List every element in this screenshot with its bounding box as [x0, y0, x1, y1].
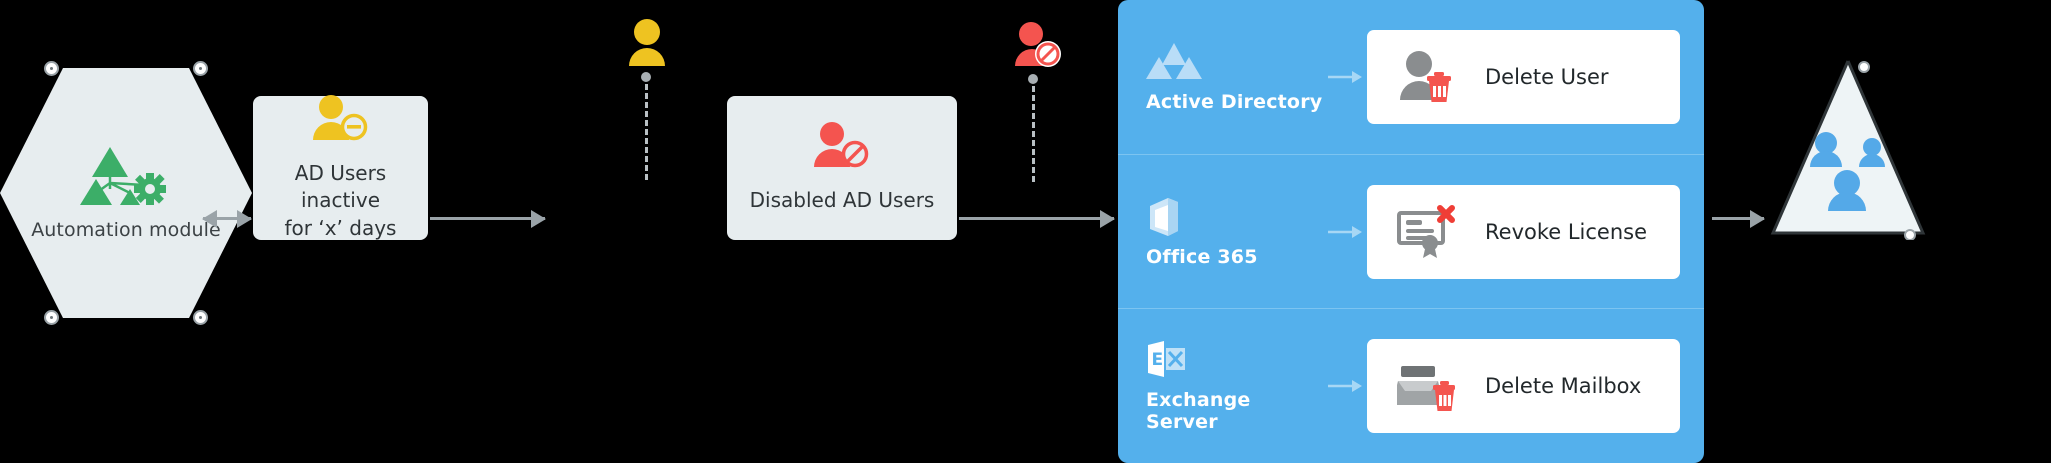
active-directory-icon: [1146, 41, 1323, 83]
panel-row-office-365[interactable]: Office 365: [1118, 154, 1704, 309]
certificate-revoke-icon: [1397, 205, 1455, 259]
panel-arrow-active-directory: [1323, 70, 1367, 84]
service-label: Exchange Server: [1146, 389, 1251, 433]
panel-arrow-office-365: [1323, 225, 1367, 239]
resize-handle-bottom-right[interactable]: [193, 310, 208, 325]
service-label: Office 365: [1146, 246, 1258, 268]
connector-arrow-disabled-to-panel: [959, 209, 1115, 228]
step-label-line1: Disabled AD Users: [749, 188, 935, 213]
connector-arrow-inactive-to-disabled: [430, 209, 546, 228]
connector-arrow-panel-to-end: [1712, 209, 1765, 228]
service-actions-panel: Active Directory: [1118, 0, 1704, 463]
connector-arrow-bidirectional: [202, 209, 252, 228]
action-label: Delete User: [1485, 65, 1609, 89]
panel-row-active-directory[interactable]: Active Directory: [1118, 0, 1704, 154]
panel-arrow-exchange-server: [1323, 379, 1367, 393]
mailbox-delete-icon: [1392, 359, 1455, 413]
service-label: Active Directory: [1146, 91, 1323, 113]
resize-handle-top-right[interactable]: [193, 61, 208, 76]
connector-dot-disabled: [1028, 74, 1038, 84]
automation-module-label: Automation module: [31, 219, 221, 241]
action-card-delete-mailbox[interactable]: Delete Mailbox: [1367, 339, 1680, 433]
panel-row-exchange-server[interactable]: E Exchange Server: [1118, 308, 1704, 463]
marker-user-inactive: [627, 18, 667, 70]
action-card-revoke-license[interactable]: Revoke License: [1367, 185, 1680, 279]
marker-user-disabled: [1013, 20, 1061, 72]
step-ad-users-inactive[interactable]: AD Users inactive for ‘x’ days: [253, 94, 428, 240]
connector-dot-inactive: [641, 72, 651, 82]
automation-module-icon: [80, 145, 172, 213]
user-blocked-icon: [810, 121, 874, 173]
connector-dashed-disabled: [1032, 86, 1035, 182]
office-365-icon: [1146, 196, 1323, 238]
connector-dashed-inactive: [645, 84, 648, 180]
action-label: Revoke License: [1485, 220, 1648, 244]
service-office-365: Office 365: [1118, 196, 1323, 268]
svg-text:E: E: [1152, 350, 1164, 370]
service-exchange-server: E Exchange Server: [1118, 339, 1323, 433]
step-label-line1: AD Users inactive: [294, 160, 387, 213]
hexagon-shape: Automation module: [0, 68, 252, 318]
automation-module-node[interactable]: Automation module: [0, 61, 252, 325]
resize-handle-bottom-left[interactable]: [44, 310, 59, 325]
users-group-node[interactable]: [1768, 55, 1928, 241]
exchange-server-icon: E: [1146, 339, 1323, 381]
step-disabled-ad-users[interactable]: Disabled AD Users: [727, 96, 957, 240]
user-minus-icon: [309, 94, 373, 146]
action-label: Delete Mailbox: [1485, 374, 1642, 398]
step-label-line2: for ‘x’ days: [284, 215, 397, 240]
action-card-delete-user[interactable]: Delete User: [1367, 30, 1680, 124]
service-active-directory: Active Directory: [1118, 41, 1323, 113]
user-delete-icon: [1397, 50, 1455, 104]
resize-handle-top-left[interactable]: [44, 61, 59, 76]
